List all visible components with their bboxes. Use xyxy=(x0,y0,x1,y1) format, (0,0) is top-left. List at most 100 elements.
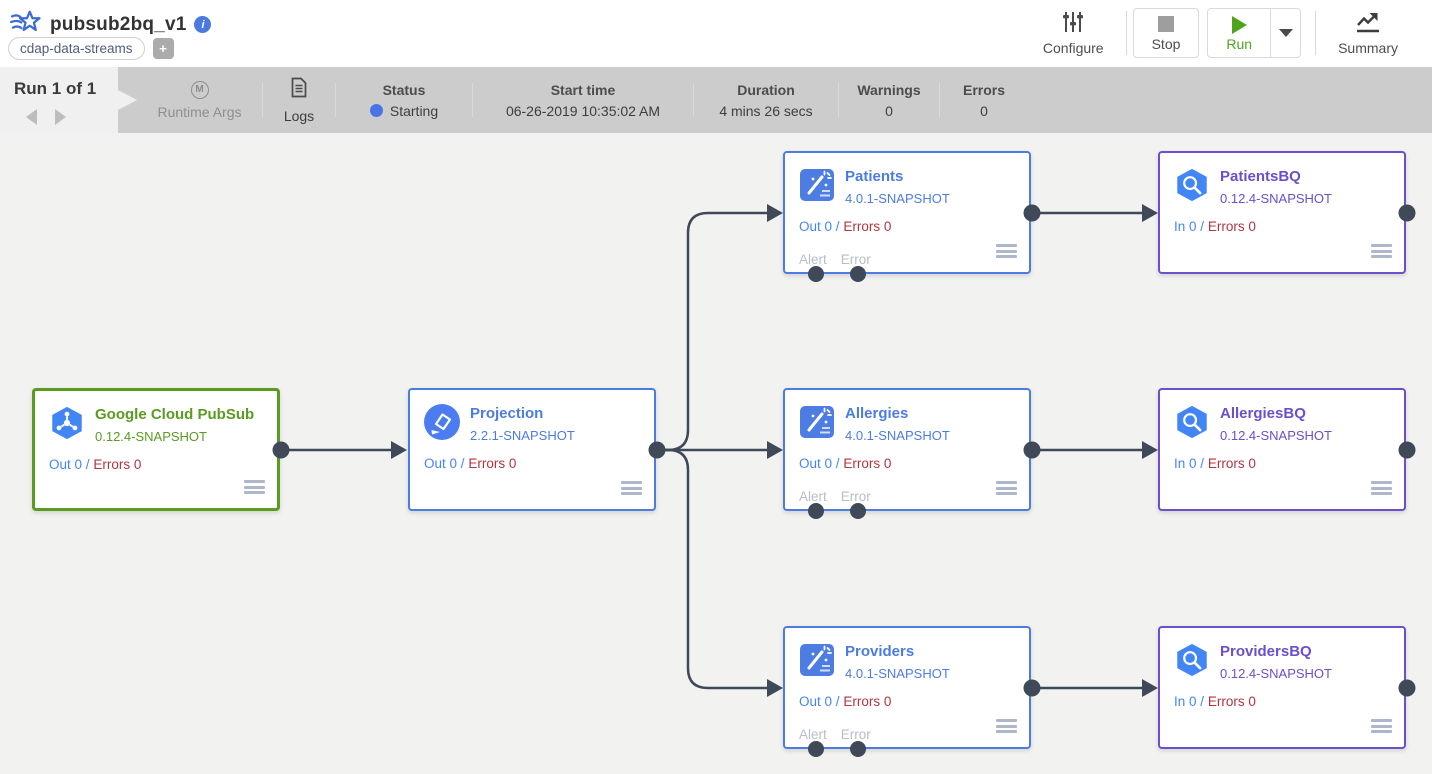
node-title: Projection xyxy=(470,405,544,422)
macro-icon: M xyxy=(190,80,209,99)
errors-metric[interactable]: Errors 0 xyxy=(1207,456,1256,471)
wrangler-icon xyxy=(798,403,836,441)
node-menu-icon[interactable] xyxy=(244,478,265,497)
run-button-group: Run xyxy=(1207,8,1302,58)
errors-metric[interactable]: Errors 0 xyxy=(843,694,892,709)
out-metric[interactable]: Out 0 xyxy=(799,694,833,709)
info-icon[interactable]: i xyxy=(194,16,212,33)
errors-metric[interactable]: Errors 0 xyxy=(1207,219,1256,234)
node-title: ProvidersBQ xyxy=(1220,643,1312,660)
node-title: Google Cloud PubSub xyxy=(95,406,255,423)
errors-metric[interactable]: Errors 0 xyxy=(468,456,517,471)
in-metric[interactable]: In 0 xyxy=(1174,219,1197,234)
stop-icon xyxy=(1158,16,1174,32)
node-menu-icon[interactable] xyxy=(621,479,642,498)
node-title: Patients xyxy=(845,168,904,185)
out-metric[interactable]: Out 0 xyxy=(424,456,458,471)
divider xyxy=(939,83,940,117)
errors-value: 0 xyxy=(980,102,988,119)
bigquery-icon xyxy=(1173,403,1211,441)
errors-metric[interactable]: Errors 0 xyxy=(1207,694,1256,709)
node-menu-icon[interactable] xyxy=(996,717,1017,736)
add-tag-button[interactable]: + xyxy=(152,38,174,59)
divider xyxy=(472,83,473,117)
pipeline-canvas[interactable]: Google Cloud PubSub 0.12.4-SNAPSHOT Out … xyxy=(0,133,1432,774)
run-options-button[interactable] xyxy=(1270,9,1300,57)
document-icon xyxy=(290,77,308,103)
stop-button[interactable]: Stop xyxy=(1132,8,1200,58)
wrangler-icon xyxy=(798,166,836,204)
node-title: Allergies xyxy=(845,405,909,422)
node-version: 0.12.4-SNAPSHOT xyxy=(1220,191,1332,206)
node-allergiesbq[interactable]: AllergiesBQ 0.12.4-SNAPSHOT In 0 / Error… xyxy=(1158,388,1406,511)
logs-button[interactable]: Logs xyxy=(263,67,335,133)
pipeline-title: pubsub2bq_v1 xyxy=(50,13,187,35)
start-time-label: Start time xyxy=(550,81,616,98)
bigquery-icon xyxy=(1173,166,1211,204)
logs-label: Logs xyxy=(283,107,315,124)
errors-section: Errors 0 xyxy=(940,67,1028,133)
summary-label: Summary xyxy=(1338,40,1398,56)
next-run-button[interactable] xyxy=(55,109,66,125)
duration-section: Duration 4 mins 26 secs xyxy=(694,67,838,133)
status-dot xyxy=(369,104,383,117)
summary-button[interactable]: Summary xyxy=(1322,10,1414,56)
play-icon xyxy=(1231,16,1247,34)
alert-port-label: Alert xyxy=(799,489,827,504)
chart-icon xyxy=(1354,10,1382,39)
node-providersbq[interactable]: ProvidersBQ 0.12.4-SNAPSHOT In 0 / Error… xyxy=(1158,626,1406,749)
configure-label: Configure xyxy=(1042,40,1104,56)
node-menu-icon[interactable] xyxy=(996,242,1017,261)
node-patientsbq[interactable]: PatientsBQ 0.12.4-SNAPSHOT In 0 / Errors… xyxy=(1158,151,1406,274)
run-button[interactable]: Run xyxy=(1208,9,1270,57)
node-providers[interactable]: Providers 4.0.1-SNAPSHOT Out 0 / Errors … xyxy=(783,626,1031,749)
node-google-cloud-pubsub[interactable]: Google Cloud PubSub 0.12.4-SNAPSHOT Out … xyxy=(32,388,280,511)
out-metric[interactable]: Out 0 xyxy=(799,219,833,234)
error-port-label: Error xyxy=(840,252,871,267)
node-menu-icon[interactable] xyxy=(1371,242,1392,261)
errors-metric[interactable]: Errors 0 xyxy=(843,456,892,471)
divider xyxy=(1125,11,1127,55)
node-title: PatientsBQ xyxy=(1220,168,1301,185)
node-allergies[interactable]: Allergies 4.0.1-SNAPSHOT Out 0 / Errors … xyxy=(783,388,1031,511)
node-title: AllergiesBQ xyxy=(1220,405,1306,422)
node-title: Providers xyxy=(845,643,915,660)
runtime-args-button[interactable]: M Runtime Args xyxy=(137,67,262,133)
alert-port-label: Alert xyxy=(799,252,827,267)
out-metric[interactable]: Out 0 xyxy=(49,457,83,472)
node-menu-icon[interactable] xyxy=(1371,717,1392,736)
divider xyxy=(838,83,839,117)
runtime-args-label: Runtime Args xyxy=(157,103,242,120)
node-patients[interactable]: Patients 4.0.1-SNAPSHOT Out 0 / Errors 0… xyxy=(783,151,1031,274)
warnings-value: 0 xyxy=(885,102,893,119)
error-port-label: Error xyxy=(840,489,871,504)
divider xyxy=(693,83,694,117)
duration-label: Duration xyxy=(737,81,795,98)
in-metric[interactable]: In 0 xyxy=(1174,694,1197,709)
configure-button[interactable]: Configure xyxy=(1027,10,1120,56)
divider xyxy=(262,83,263,117)
warnings-label: Warnings xyxy=(857,81,921,98)
run-counter-tab xyxy=(0,67,137,133)
run-counter: Run 1 of 1 xyxy=(14,79,97,98)
stop-label: Stop xyxy=(1151,36,1181,52)
in-metric[interactable]: In 0 xyxy=(1174,456,1197,471)
node-version: 0.12.4-SNAPSHOT xyxy=(1220,666,1332,681)
errors-metric[interactable]: Errors 0 xyxy=(843,219,892,234)
node-projection[interactable]: Projection 2.2.1-SNAPSHOT Out 0 / Errors… xyxy=(408,388,656,511)
out-metric[interactable]: Out 0 xyxy=(799,456,833,471)
node-menu-icon[interactable] xyxy=(1371,479,1392,498)
error-port-label: Error xyxy=(840,727,871,742)
bigquery-icon xyxy=(1173,641,1211,679)
alert-port-label: Alert xyxy=(799,727,827,742)
node-version: 4.0.1-SNAPSHOT xyxy=(845,191,950,206)
divider xyxy=(1315,11,1317,55)
chevron-down-icon xyxy=(1278,29,1293,37)
start-time-section: Start time 06-26-2019 10:35:02 AM xyxy=(473,67,693,133)
tag-cdap-data-streams[interactable]: cdap-data-streams xyxy=(8,37,145,60)
errors-metric[interactable]: Errors 0 xyxy=(93,457,142,472)
previous-run-button[interactable] xyxy=(26,109,37,125)
cdap-logo-icon xyxy=(9,8,42,41)
run-label: Run xyxy=(1226,36,1253,52)
node-menu-icon[interactable] xyxy=(996,479,1017,498)
